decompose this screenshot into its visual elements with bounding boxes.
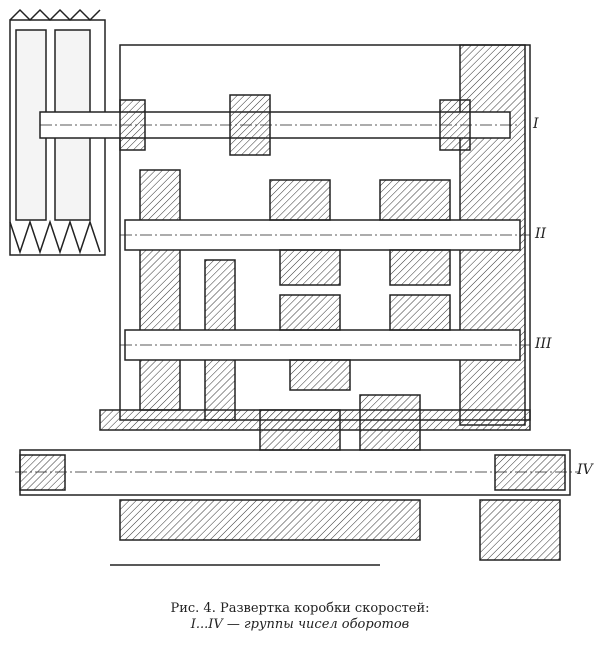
housing: [99, 44, 561, 566]
shaft-4: [15, 394, 580, 496]
caption-line-2: I...IV — группы чисел оборотов: [190, 617, 410, 632]
shaft-label-4: IV: [577, 462, 593, 478]
shaft-label-3: III: [535, 336, 552, 352]
shaft-2: [120, 179, 530, 286]
caption-line-1: Рис. 4. Развертка коробки скоростей:: [170, 601, 430, 616]
shaft-label-1: I: [533, 116, 539, 132]
shaft-1: [39, 94, 520, 156]
shaft-label-2: II: [535, 226, 547, 242]
shaft-3: [120, 294, 530, 391]
